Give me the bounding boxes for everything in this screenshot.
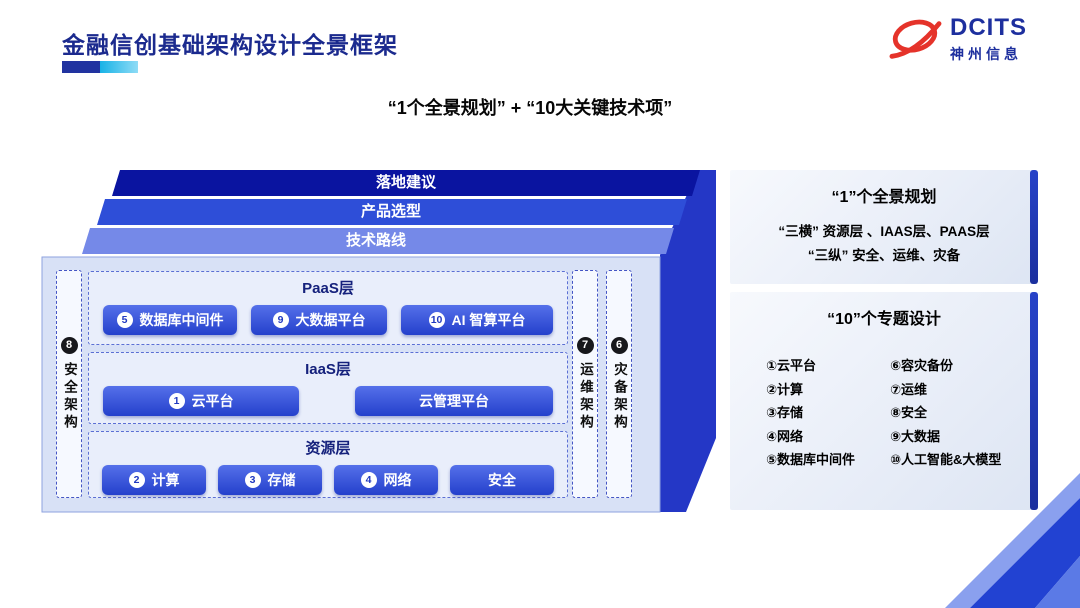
topic-item: ⑦运维 xyxy=(890,381,928,397)
pill-label: 数据库中间件 xyxy=(139,312,224,328)
pill-label: 网络 xyxy=(383,472,412,488)
stack-layer-label-1: 落地建议 xyxy=(375,174,436,191)
stack-layer-bar-3 xyxy=(82,228,674,254)
panel-line: “三横” 资源层 、IAAS层、PAAS层 xyxy=(778,224,990,239)
pill-label: 计算 xyxy=(151,472,180,488)
corner-stripe-dark xyxy=(970,498,1080,608)
strip-label: 灾备架构 xyxy=(612,361,627,432)
number-badge: 1 xyxy=(168,393,185,409)
topic-item: ⑥容灾备份 xyxy=(890,358,954,373)
topic-column-right: ⑥容灾备份 ⑦运维 ⑧安全 ⑨大数据 ⑩人工智能&大模型 xyxy=(890,354,1016,472)
page-title: 金融信创基础架构设计全景框架 xyxy=(62,32,398,58)
topic-item: ⑨大数据 xyxy=(890,428,941,444)
stack-layer-label-2: 产品选型 xyxy=(360,203,421,220)
corner-stripe-mid xyxy=(1035,556,1080,608)
strip-number-badge: 8 xyxy=(60,336,78,354)
section-title: PaaS层 xyxy=(302,280,354,297)
logo-text: DCITS 神州信息 xyxy=(950,13,1027,64)
pill-label: 安全 xyxy=(488,472,516,488)
section-title: IaaS层 xyxy=(305,361,351,378)
dcits-swoosh-icon xyxy=(889,19,942,59)
topic-columns: ①云平台 ②计算 ③存储 ④网络 ⑤数据库中间件 ⑥容灾备份 ⑦运维 ⑧安全 ⑨… xyxy=(766,354,1016,472)
number-badge: 5 xyxy=(116,312,133,328)
pill-bigdata-platform: 9 大数据平台 xyxy=(251,305,387,335)
strip-label: 安全架构 xyxy=(62,361,77,432)
pill-network: 4 网络 xyxy=(334,465,438,495)
logo: DCITS 神州信息 xyxy=(888,14,1027,64)
panel-title: “10”个专题设计 xyxy=(827,311,941,328)
panel-topic-designs: “10”个专题设计 ①云平台 ②计算 ③存储 ④网络 ⑤数据库中间件 ⑥容灾备份… xyxy=(730,292,1038,510)
stack-layer-label-3: 技术路线 xyxy=(345,232,406,249)
stack-side-face xyxy=(660,170,716,512)
pill-label: 存储 xyxy=(267,472,296,488)
number-badge: 2 xyxy=(128,472,145,488)
stack-layer-bar-1 xyxy=(112,170,700,196)
strip-security-architecture: 8 安全架构 xyxy=(56,270,82,498)
pill-ai-platform: 10 AI 智算平台 xyxy=(401,305,553,335)
logo-company: 神州信息 xyxy=(950,45,1022,62)
subtitle: “1个全景规划” + “10大关键技术项” xyxy=(387,98,673,118)
underline-segment-cyan xyxy=(100,61,138,73)
panel-line: “三纵” 安全、运维、灾备 xyxy=(807,248,961,263)
pill-cloud-platform: 1 云平台 xyxy=(103,386,299,416)
number-badge: 4 xyxy=(360,472,377,488)
topic-item: ①云平台 xyxy=(766,358,817,373)
topic-item: ③存储 xyxy=(766,405,804,420)
pill-database-middleware: 5 数据库中间件 xyxy=(103,305,237,335)
pill-security: 安全 xyxy=(450,465,554,495)
logo-brand: DCITS xyxy=(950,13,1027,41)
section-iaas: IaaS层 1 云平台 云管理平台 xyxy=(88,352,568,424)
number-badge: 3 xyxy=(244,472,261,488)
title-underline xyxy=(62,61,138,73)
topic-item: ⑩人工智能&大模型 xyxy=(890,452,1002,467)
corner-stripe-light xyxy=(945,473,1080,608)
topic-item: ②计算 xyxy=(766,381,804,397)
pill-label: 云管理平台 xyxy=(419,393,489,409)
strip-label: 运维架构 xyxy=(578,361,593,432)
button-row: 2 计算 3 存储 4 网络 安全 xyxy=(89,465,567,495)
pill-label: 大数据平台 xyxy=(295,312,366,328)
panel-overall-plan: “1”个全景规划 “三横” 资源层 、IAAS层、PAAS层 “三纵” 安全、运… xyxy=(730,170,1038,284)
topic-item: ④网络 xyxy=(766,428,804,444)
section-title: 资源层 xyxy=(305,440,351,457)
panel-lines: “三横” 资源层 、IAAS层、PAAS层 “三纵” 安全、运维、灾备 xyxy=(730,220,1038,268)
number-badge: 10 xyxy=(428,312,445,328)
number-badge: 9 xyxy=(272,312,289,328)
pill-label: 云平台 xyxy=(191,393,234,409)
stack-layer-bar-2 xyxy=(97,199,687,225)
section-resource: 资源层 2 计算 3 存储 4 网络 安全 xyxy=(88,431,568,498)
pill-cloud-management-platform: 云管理平台 xyxy=(355,386,553,416)
strip-number-badge: 6 xyxy=(610,336,628,354)
strip-disaster-recovery-architecture: 6 灾备架构 xyxy=(606,270,632,498)
panel-title: “1”个全景规划 xyxy=(831,189,937,206)
panel-accent-bar xyxy=(1030,170,1038,284)
panel-accent-bar xyxy=(1030,292,1038,510)
pill-compute: 2 计算 xyxy=(102,465,206,495)
pill-storage: 3 存储 xyxy=(218,465,322,495)
section-paas: PaaS层 5 数据库中间件 9 大数据平台 10 AI 智算平台 xyxy=(88,271,568,345)
strip-number-badge: 7 xyxy=(576,336,594,354)
strip-ops-architecture: 7 运维架构 xyxy=(572,270,598,498)
underline-segment-dark xyxy=(62,61,100,73)
button-row: 1 云平台 云管理平台 xyxy=(89,386,567,416)
pill-label: AI 智算平台 xyxy=(451,312,526,328)
button-row: 5 数据库中间件 9 大数据平台 10 AI 智算平台 xyxy=(89,305,567,335)
topic-item: ⑧安全 xyxy=(890,405,928,420)
topic-item: ⑤数据库中间件 xyxy=(766,452,856,467)
topic-column-left: ①云平台 ②计算 ③存储 ④网络 ⑤数据库中间件 xyxy=(766,354,890,472)
